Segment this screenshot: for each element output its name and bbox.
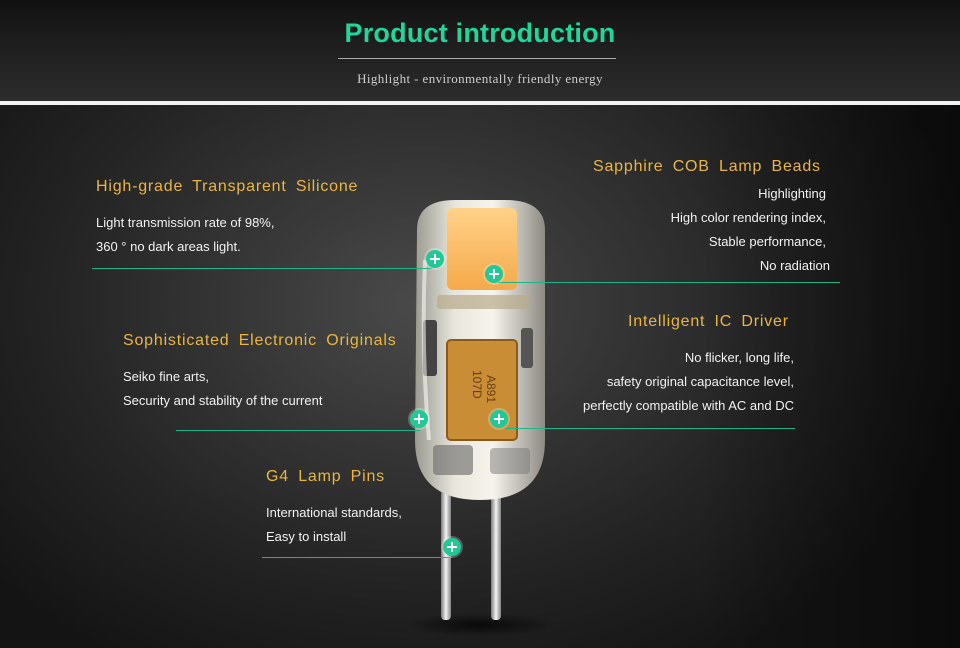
electronic-plus-icon[interactable] [410,410,428,428]
page-subtitle: Highlight - environmentally friendly ene… [357,71,603,86]
feature-cob-line-3: Stable performance, [708,234,826,249]
feature-driver-heading: Intelligent IC Driver [628,313,789,330]
page-title: Product introduction [344,18,616,48]
feature-silicone-heading: High-grade Transparent Silicone [96,178,359,195]
feature-silicone-line-2: 360 ° no dark areas light. [96,239,241,254]
feature-cob-leader [498,282,840,283]
feature-driver-leader [505,428,795,429]
header-divider [0,101,960,105]
feature-cob-line-2: High color rendering index, [670,210,826,225]
driver-plus-icon[interactable] [490,410,508,428]
feature-silicone-leader [92,268,432,269]
chip-marking-1: 107D [470,370,484,399]
header-banner: Product introduction Highlight - environ… [0,0,960,101]
feature-cob-line-1: Highlighting [758,186,826,201]
feature-cob-line-4: No radiation [759,258,830,273]
feature-pins-line-2: Easy to install [266,529,347,544]
feature-driver-line-1: No flicker, long life, [684,350,794,365]
feature-electronic-line-2: Security and stability of the current [123,393,323,408]
feature-pins-leader [262,557,452,558]
feature-electronic-heading: Sophisticated Electronic Originals [123,332,397,349]
feature-pins-heading: G4 Lamp Pins [266,468,385,485]
feature-electronic-leader [176,430,420,431]
silicone-plus-icon[interactable] [426,250,444,268]
stage-vignette [700,105,960,648]
feature-electronic-line-1: Seiko fine arts, [123,369,209,384]
feature-pins-line-1: International standards, [266,505,402,520]
feature-cob-heading: Sapphire COB Lamp Beads [593,158,821,175]
title-underline [338,58,616,59]
feature-silicone-line-1: Light transmission rate of 98%, [96,215,275,230]
chip-marking-2: A891 [484,375,498,403]
feature-driver-line-3: perfectly compatible with AC and DC [583,398,794,413]
pins-plus-icon[interactable] [443,538,461,556]
g4-lamp-image: 107D A891 [405,200,555,637]
cob-plus-icon[interactable] [485,265,503,283]
feature-driver-line-2: safety original capacitance level, [606,374,794,389]
